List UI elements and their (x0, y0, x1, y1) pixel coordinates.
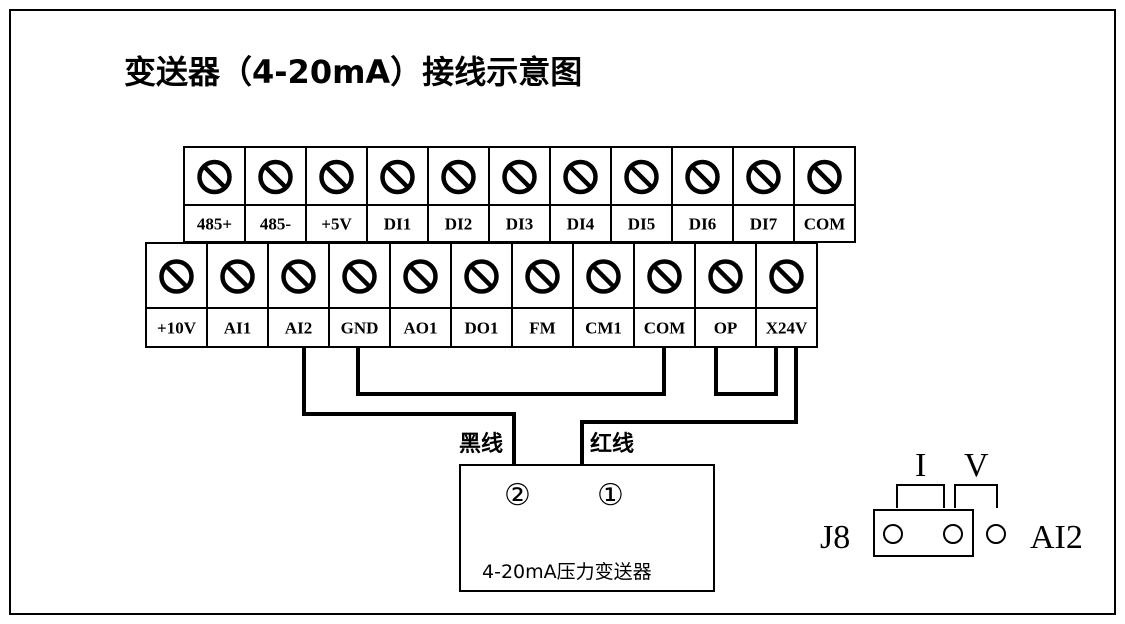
terminal-label: DI4 (567, 215, 595, 234)
screw-icon (319, 159, 354, 195)
screw-icon (258, 159, 293, 195)
diagram-title: 变送器（4-20mA）接线示意图 (124, 53, 582, 91)
terminal-label: DI5 (628, 215, 655, 234)
screw-icon (281, 259, 316, 294)
terminal-label: AO1 (404, 319, 438, 338)
top-terminal-di6: DI6 (671, 146, 734, 243)
jumper-name: J8 (820, 519, 850, 556)
bottom-terminal-fm: FM (511, 242, 574, 348)
screw-icon (525, 259, 560, 294)
screw-icon (708, 259, 743, 294)
screw-icon (464, 259, 499, 294)
screw-icon (647, 259, 682, 294)
wiring (302, 347, 798, 465)
terminal-label: DI3 (506, 215, 533, 234)
terminal-label: COM (644, 319, 686, 338)
jumper-pin-1 (883, 524, 903, 544)
screw-icon (685, 159, 720, 195)
bottom-terminal-plus10v: +10V (145, 242, 208, 348)
terminal-label: AI1 (224, 319, 251, 338)
terminal-label: DI1 (384, 215, 411, 234)
jumper-pin-3 (986, 524, 1006, 544)
terminal-label: DI7 (750, 215, 778, 234)
top-terminal-di5: DI5 (610, 146, 673, 243)
jumper-j8: I V J8 AI2 (820, 447, 1083, 557)
terminal-label: +10V (157, 319, 197, 338)
transmitter-pin-1: ① (597, 478, 624, 513)
screw-icon (441, 159, 476, 195)
red-wire-label: 红线 (590, 431, 634, 457)
terminal-label: COM (804, 215, 846, 234)
top-terminal-di3: DI3 (488, 146, 551, 243)
terminal-label: FM (529, 319, 555, 338)
terminal-label: AI2 (285, 319, 312, 338)
screw-icon (342, 259, 377, 294)
bottom-terminal-strip: +10V AI1 AI2 GND AO1 DO1 FM CM1 COM OP X24V (145, 242, 818, 348)
black-wire-label: 黑线 (459, 431, 503, 457)
transmitter: ② ① 4-20mA压力变送器 (459, 464, 715, 592)
screw-icon (769, 259, 804, 294)
screw-icon (624, 159, 659, 195)
top-terminal-di2: DI2 (427, 146, 490, 243)
terminal-label: X24V (766, 319, 808, 338)
bottom-terminal-ao1: AO1 (389, 242, 452, 348)
jumper-header (873, 509, 974, 557)
transmitter-pin-2: ② (504, 478, 531, 513)
screw-icon (563, 159, 598, 195)
screw-icon (380, 159, 415, 195)
bottom-terminal-x24v: X24V (755, 242, 818, 348)
terminal-label: DI2 (445, 215, 472, 234)
top-terminal-485minus: 485- (244, 146, 307, 243)
screw-icon (220, 259, 255, 294)
bottom-terminal-gnd: GND (328, 242, 391, 348)
screw-icon (159, 259, 194, 294)
bottom-terminal-ai1: AI1 (206, 242, 269, 348)
top-terminal-di4: DI4 (549, 146, 612, 243)
screw-icon (586, 259, 621, 294)
terminal-label: OP (714, 319, 738, 338)
jumper-voltage-label: V (964, 447, 989, 484)
terminal-label: CM1 (585, 319, 622, 338)
red-wire (580, 347, 798, 465)
bottom-terminal-ai2: AI2 (267, 242, 330, 348)
bottom-terminal-cm1: CM1 (572, 242, 635, 348)
top-terminal-485plus: 485+ (183, 146, 246, 243)
bottom-terminal-op: OP (694, 242, 757, 348)
black-wire (302, 347, 516, 465)
bottom-terminal-do1: DO1 (450, 242, 513, 348)
top-terminal-com: COM (793, 146, 856, 243)
transmitter-box (459, 464, 715, 592)
top-terminal-strip: 485+ 485- +5V DI1 DI2 DI3 DI4 DI5 DI6 DI7 COM (183, 146, 856, 243)
jumper-voltage-bracket (954, 484, 998, 508)
bottom-terminal-com: COM (633, 242, 696, 348)
gnd-com-wire (356, 347, 666, 396)
outer-frame (9, 9, 1116, 615)
terminal-label: 485+ (197, 215, 232, 234)
terminal-label: 485- (260, 215, 292, 234)
screw-icon (502, 159, 537, 195)
top-terminal-di7: DI7 (732, 146, 795, 243)
transmitter-name: 4-20mA压力变送器 (482, 561, 652, 583)
terminal-cell (755, 242, 818, 348)
screw-icon (746, 159, 781, 195)
screw-icon (197, 159, 232, 195)
top-terminal-plus5v: +5V (305, 146, 368, 243)
top-terminal-di1: DI1 (366, 146, 429, 243)
terminal-label: DI6 (689, 215, 716, 234)
screw-icon (807, 159, 842, 195)
jumper-current-label: I (915, 447, 926, 484)
terminal-label: GND (341, 319, 379, 338)
jumper-pin-2 (943, 524, 963, 544)
op-x24v-wire (714, 347, 778, 396)
screw-icon (403, 259, 438, 294)
terminal-label: DO1 (465, 319, 499, 338)
jumper-input-label: AI2 (1030, 519, 1083, 556)
jumper-current-bracket (896, 484, 945, 508)
terminal-label: +5V (321, 215, 352, 234)
